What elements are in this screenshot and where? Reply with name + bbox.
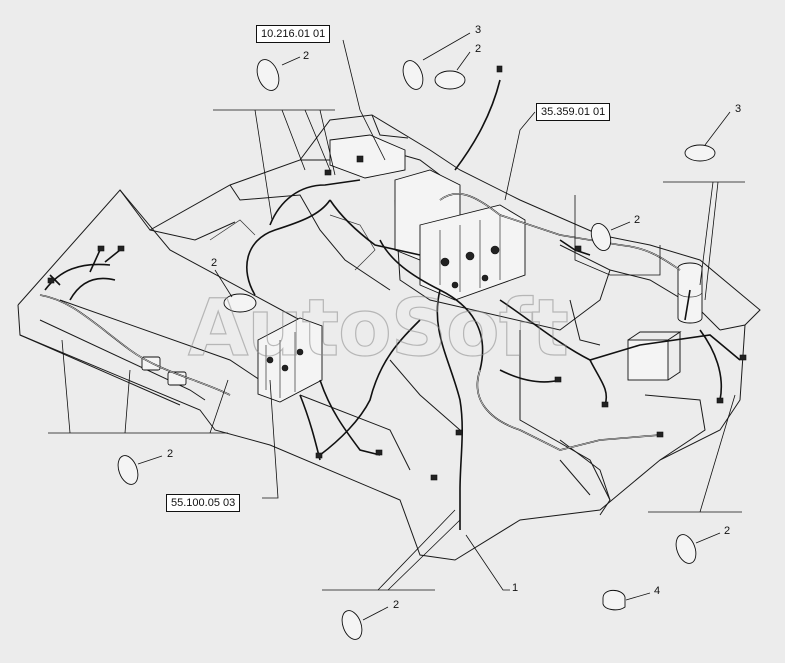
callout-clamp-topleft: 2 xyxy=(303,50,310,62)
clamp-8 xyxy=(675,534,697,564)
chassis-frame xyxy=(17,114,761,561)
clamp-5 xyxy=(590,223,612,251)
callout-clamp-right-3: 3 xyxy=(735,103,742,115)
cap-part xyxy=(602,589,626,611)
harness-connectors xyxy=(47,65,747,481)
callout-clamp-top-2: 2 xyxy=(475,43,482,55)
callout-clamp-bottom-right: 2 xyxy=(724,525,731,537)
leader-lines xyxy=(137,32,731,621)
bracket-lines xyxy=(48,109,745,591)
callout-clamp-top-3: 3 xyxy=(475,24,482,36)
watermark: AutoSoft xyxy=(187,283,569,374)
ref-box-right[interactable]: 35.359.01 01 xyxy=(536,103,611,121)
right-box-top xyxy=(627,331,682,381)
clamp-parts xyxy=(117,59,716,640)
callout-clamp-mid-right: 2 xyxy=(634,214,641,226)
callout-clamp-left: 2 xyxy=(167,448,174,460)
callout-cap: 4 xyxy=(654,585,661,597)
clamp-4 xyxy=(684,144,716,162)
upper-block xyxy=(329,134,461,263)
callout-clamp-bottom: 2 xyxy=(393,599,400,611)
valve-block xyxy=(419,204,526,301)
clamp-9 xyxy=(341,610,363,640)
left-controller xyxy=(257,317,323,403)
ref-box-left[interactable]: 55.100.05 03 xyxy=(166,494,241,512)
callout-harness: 1 xyxy=(512,582,519,594)
clamp-2 xyxy=(402,60,424,90)
ref-box-top[interactable]: 10.216.01 01 xyxy=(256,25,331,43)
callout-clamp-mid-left: 2 xyxy=(211,257,218,269)
clamp-6 xyxy=(223,293,257,313)
clamp-7 xyxy=(117,455,139,485)
svg-text:AutoSoft: AutoSoft xyxy=(188,284,568,374)
wiring-harness xyxy=(39,79,741,530)
clamp-3 xyxy=(434,70,466,90)
clamp-1 xyxy=(256,59,280,91)
